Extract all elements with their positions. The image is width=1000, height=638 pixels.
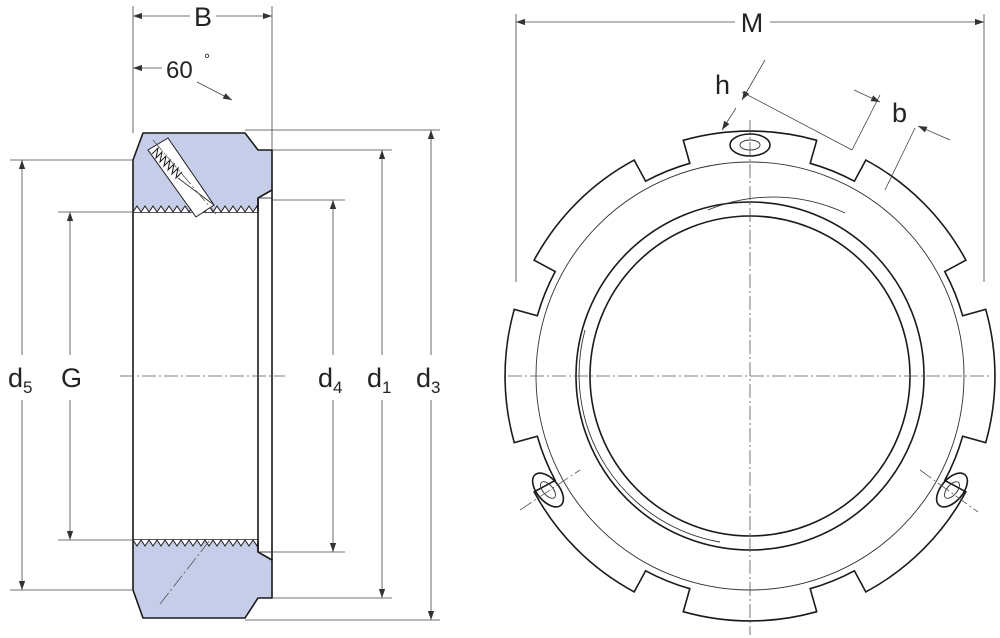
hidden-thread-arc	[707, 196, 846, 214]
label-M: M	[741, 8, 764, 38]
screw-hole-right	[919, 469, 979, 513]
label-b: b	[892, 98, 907, 128]
label-B: B	[194, 2, 212, 32]
label-d5: d5	[8, 363, 33, 397]
screw-hole-top	[729, 133, 771, 157]
hidden-thread-arc-lower	[578, 329, 721, 543]
front-view: M h b	[504, 8, 996, 635]
outer-contour-with-slots	[504, 130, 996, 622]
side-section-view: B 60 ° d5 G d4 d1 d3	[8, 2, 441, 621]
label-G: G	[61, 363, 82, 393]
label-d1: d1	[367, 363, 392, 397]
label-angle: 60	[166, 57, 193, 84]
label-d4: d4	[318, 363, 343, 397]
label-d3: d3	[416, 363, 441, 397]
lower-thread-teeth	[132, 539, 259, 548]
locking-screw	[147, 137, 217, 218]
label-h: h	[715, 70, 730, 100]
lower-section-fill	[132, 539, 273, 619]
screw-hole-left	[519, 469, 581, 511]
label-angle-unit: °	[204, 51, 210, 68]
